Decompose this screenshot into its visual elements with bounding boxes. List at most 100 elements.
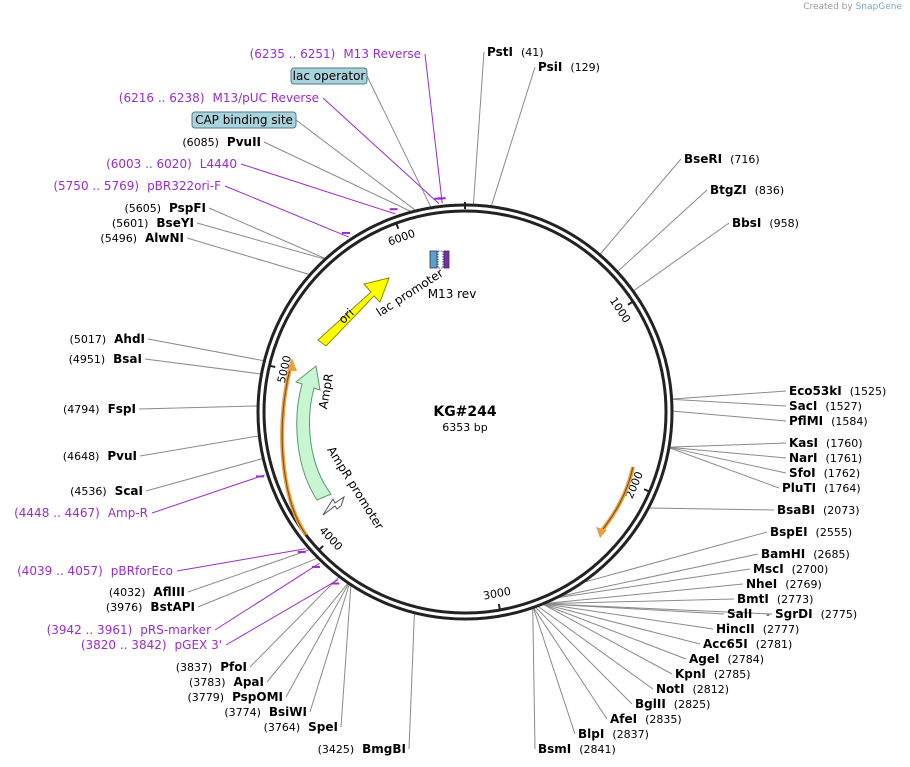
primer-label[interactable]: (6003 .. 6020)L4440 (106, 157, 237, 171)
enzyme-name: SacI (789, 399, 817, 413)
enzyme-name: PflMI (789, 414, 823, 428)
ruler-tick (497, 603, 501, 611)
ampr-promoter-feature[interactable] (322, 495, 345, 516)
enzyme-label[interactable]: BbsI(958) (732, 216, 799, 230)
enzyme-name: NotI (656, 682, 685, 696)
enzyme-label[interactable]: (3837)PfoI (176, 660, 247, 674)
enzyme-label[interactable]: (3425)BmgBI (318, 742, 406, 756)
primer-label[interactable]: (3820 .. 3842)pGEX 3' (81, 638, 222, 652)
m13-rev-feature[interactable] (443, 250, 450, 269)
primer-name: pGEX 3' (175, 638, 222, 652)
enzyme-label[interactable]: BseRI(716) (684, 152, 760, 166)
enzyme-label[interactable]: HincII(2777) (716, 622, 799, 636)
enzyme-label[interactable]: SgrDI(2775) (775, 607, 857, 621)
enzyme-name: KasI (789, 436, 818, 450)
enzyme-label[interactable]: (4794)FspI (63, 402, 136, 416)
enzyme-name: AflIII (153, 585, 185, 599)
enzyme-label[interactable]: AgeI(2784) (689, 652, 764, 666)
enzyme-label[interactable]: Acc65I (2781) (703, 637, 792, 651)
enzyme-label[interactable]: (4536)ScaI (70, 484, 143, 498)
enzyme-label[interactable]: KpnI(2785) (675, 667, 750, 681)
enzyme-leader-line (669, 447, 780, 489)
primer-range: (4039 .. 4057) (17, 564, 103, 578)
ruler-tick (627, 300, 634, 306)
enzyme-label[interactable]: (3774)BsiWI (224, 705, 307, 719)
enzyme-leader-line (649, 507, 775, 511)
m13-rev-label: M13 rev (428, 287, 477, 301)
enzyme-label[interactable]: PflMI (1584) (789, 414, 868, 428)
primer-name: pBRforEco (111, 564, 173, 578)
enzyme-label[interactable]: NheI(2769) (746, 577, 822, 591)
ampr-feature[interactable] (294, 365, 332, 501)
features: ori lac promoter M13 rev AmpR AmpR promo… (280, 250, 635, 538)
enzyme-position: (5496) (100, 232, 137, 245)
enzyme-label[interactable]: SfoI(1762) (789, 466, 860, 480)
enzyme-label[interactable]: (5496) AlwNI (100, 231, 184, 245)
enzyme-label[interactable]: (3783)ApaI (189, 675, 264, 689)
ori-feature[interactable] (317, 277, 390, 347)
primer-range: (4448 .. 4467) (14, 506, 100, 520)
enzyme-position: (5605) (124, 202, 161, 215)
primer-leader-line (225, 579, 339, 646)
primer-label[interactable]: (5750 .. 5769)pBR322ori-F (53, 179, 221, 193)
enzyme-label[interactable]: (5017)AhdI (70, 332, 145, 346)
enzyme-name: Acc65I (703, 637, 748, 651)
enzyme-label[interactable]: (6085)PvuII (182, 135, 261, 149)
enzyme-label[interactable]: (3976)BstAPI (106, 600, 195, 614)
enzyme-name: AlwNI (145, 231, 184, 245)
primer-range: (6216 .. 6238) (119, 91, 205, 105)
enzyme-leader-line (672, 390, 787, 400)
enzyme-label[interactable]: (4032)AflIII (109, 585, 185, 599)
ampr-promoter-label: AmpR promoter (324, 444, 386, 532)
enzyme-name: BseYI (156, 216, 194, 230)
enzyme-position: (2781) (756, 638, 793, 651)
enzyme-position: (3764) (264, 721, 301, 734)
enzyme-label[interactable]: BmtI(2773) (737, 592, 813, 606)
enzyme-name: SfoI (789, 466, 816, 480)
enzyme-label[interactable]: BsmI(2841) (538, 742, 616, 756)
feature-box[interactable] (290, 67, 368, 85)
enzyme-label[interactable]: (5605)PspFI (124, 201, 206, 215)
enzyme-label[interactable]: (5601)BseYI (112, 216, 194, 230)
enzyme-label[interactable]: (3779)PspOMI (187, 690, 283, 704)
primer-label[interactable]: (6235 .. 6251)M13 Reverse (250, 47, 421, 61)
enzyme-label[interactable]: BsaBI(2073) (777, 503, 860, 517)
enzyme-leader-line (285, 583, 349, 698)
enzyme-label[interactable]: NotI(2812) (656, 682, 729, 696)
enzyme-label[interactable]: AfeI(2835) (610, 712, 682, 726)
enzyme-label[interactable]: PsiI(129) (538, 60, 600, 74)
enzyme-label[interactable]: PstI(41) (487, 45, 544, 59)
enzyme-label[interactable]: PluTI(1764) (782, 481, 861, 495)
enzyme-label[interactable]: Eco53kI(1525) (789, 384, 886, 398)
primer-label[interactable]: (4039 .. 4057) pBRforEco (17, 564, 173, 578)
enzyme-label[interactable]: BlpI(2837) (578, 727, 649, 741)
enzyme-label[interactable]: MscI(2700) (753, 562, 828, 576)
primer-label[interactable]: (6216 .. 6238)M13/pUC Reverse (119, 91, 319, 105)
enzyme-label[interactable]: BspEI(2555) (770, 525, 852, 539)
enzyme-label[interactable]: BglII(2825) (635, 697, 710, 711)
enzyme-leader-line (139, 435, 259, 457)
lac-promoter-feature[interactable] (429, 250, 438, 269)
enzyme-label[interactable]: SalI (727, 607, 752, 621)
enzyme-label[interactable]: KasI (1760) (789, 436, 863, 450)
ruler-tick (395, 222, 400, 230)
enzyme-position: (2555) (816, 526, 853, 539)
enzyme-label[interactable]: (4648)PvuI (63, 449, 137, 463)
enzyme-position: (2777) (763, 623, 800, 636)
enzyme-position: (1760) (826, 437, 863, 450)
primer-leader-line (240, 163, 396, 215)
enzyme-label[interactable]: (4951)BsaI (69, 352, 142, 366)
enzyme-label[interactable]: (3764)SpeI (264, 720, 338, 734)
primer-label[interactable]: (3942 .. 3961)pRS-marker (47, 623, 211, 637)
enzyme-label[interactable]: BamHI(2685) (761, 547, 850, 561)
enzyme-position: (1584) (831, 415, 868, 428)
enzyme-label[interactable]: NarI(1761) (789, 451, 862, 465)
enzyme-position: (3774) (224, 706, 261, 719)
enzyme-name: PspOMI (232, 690, 283, 704)
enzyme-label[interactable]: BtgZI(836) (710, 183, 784, 197)
enzyme-position: (4648) (63, 450, 100, 463)
enzyme-label[interactable]: SacI(1527) (789, 399, 862, 413)
lac-operator-feature[interactable] (437, 250, 444, 269)
primer-label[interactable]: (4448 .. 4467)Amp-R (14, 506, 148, 520)
feature-box[interactable] (191, 111, 297, 129)
